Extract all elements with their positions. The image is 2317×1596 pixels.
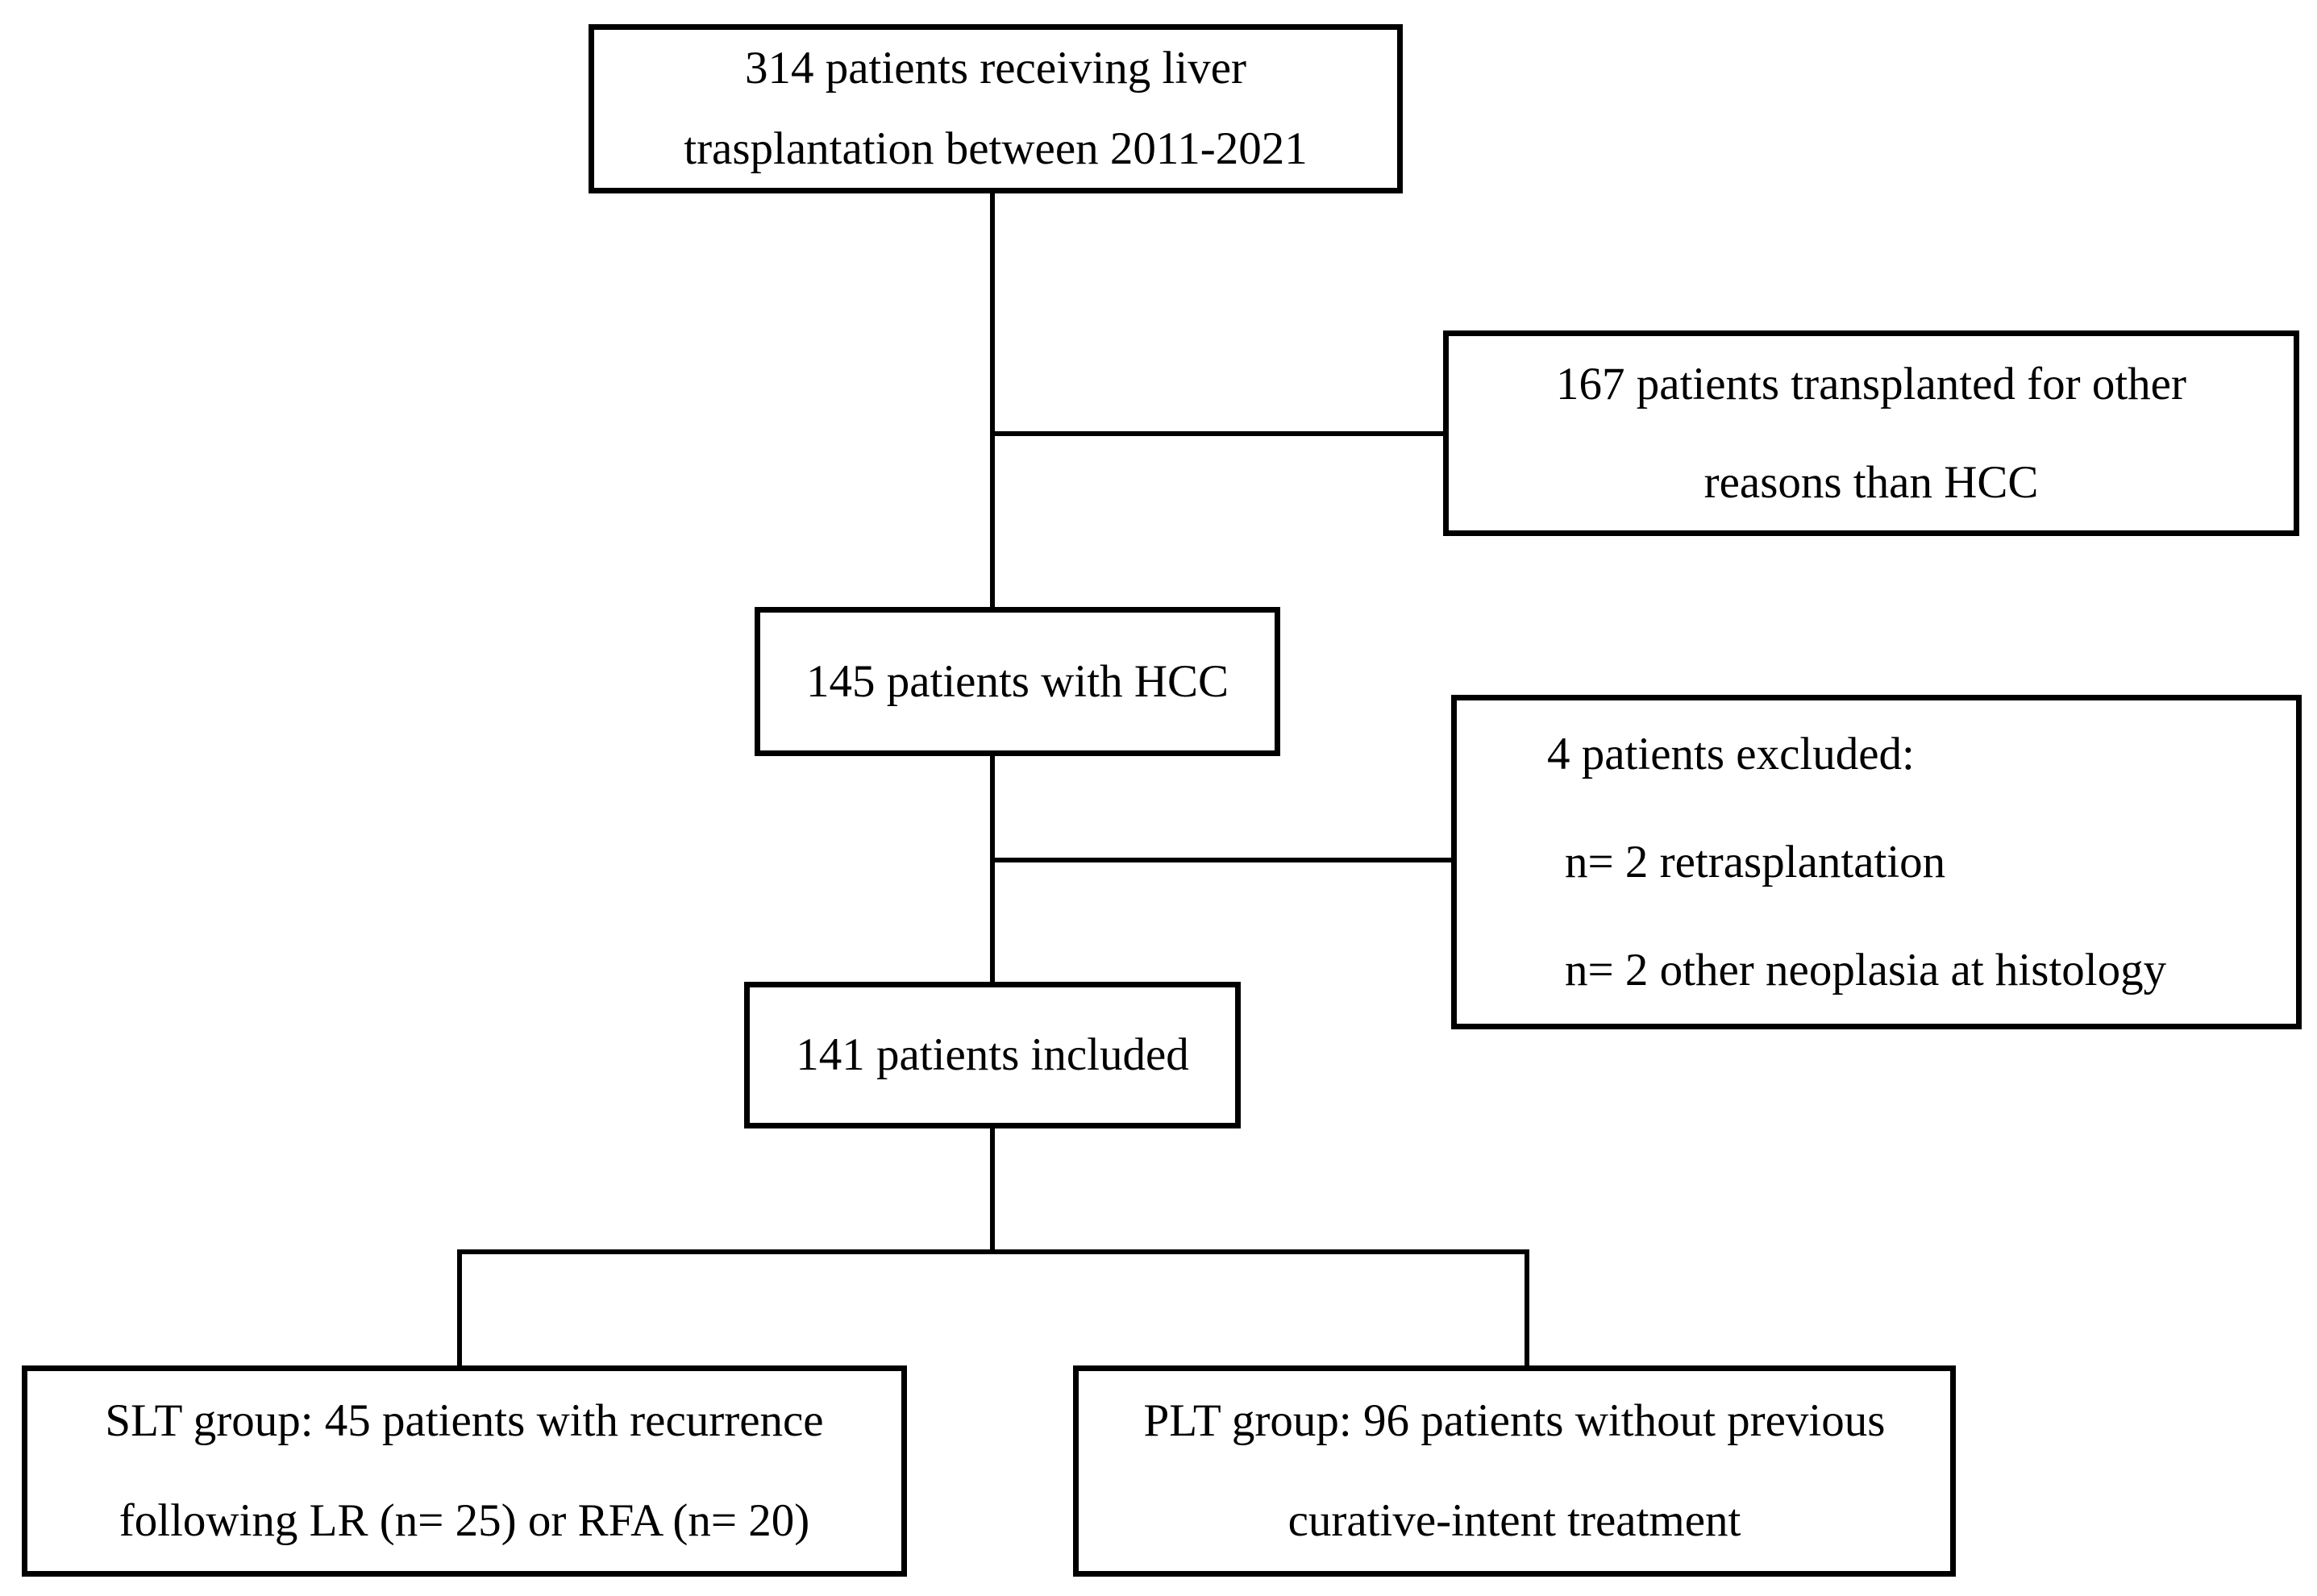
connector-hcc-to-included: [990, 756, 995, 982]
connector-included-to-split: [990, 1128, 995, 1254]
box-other-reasons: 167 patients transplanted for other reas…: [1443, 330, 2299, 536]
connector-branch-excluded: [992, 858, 1451, 862]
box-slt-group-line-1: SLT group: 45 patients with recurrence: [105, 1395, 824, 1446]
connector-drop-plt: [1525, 1249, 1529, 1365]
connector-total-to-hcc: [990, 193, 995, 607]
box-plt-group: PLT group: 96 patients without previous …: [1073, 1365, 1956, 1577]
box-excluded-line-2: n= 2 retrasplantation: [1565, 836, 1946, 887]
box-total-patients: 314 patients receiving liver trasplantat…: [589, 24, 1403, 193]
box-patients-included-line-1: 141 patients included: [796, 1029, 1189, 1080]
box-other-reasons-line-2: reasons than HCC: [1703, 456, 2039, 508]
box-slt-group: SLT group: 45 patients with recurrence f…: [22, 1365, 907, 1577]
box-plt-group-line-2: curative-intent treatment: [1287, 1495, 1741, 1546]
box-other-reasons-line-1: 167 patients transplanted for other: [1556, 358, 2186, 409]
connector-split-horizontal: [457, 1249, 1529, 1254]
box-excluded-line-1: 4 patients excluded:: [1547, 728, 1915, 779]
box-total-line-1: 314 patients receiving liver: [744, 43, 1247, 94]
box-total-line-2: trasplantation between 2011-2021: [684, 123, 1308, 174]
box-slt-group-line-2: following LR (n= 25) or RFA (n= 20): [119, 1495, 810, 1546]
box-excluded-line-3: n= 2 other neoplasia at histology: [1565, 944, 2167, 995]
box-patients-included: 141 patients included: [744, 982, 1241, 1128]
box-patients-excluded: 4 patients excluded: n= 2 retrasplantati…: [1451, 695, 2302, 1029]
connector-drop-slt: [457, 1249, 462, 1365]
box-patients-with-hcc-line-1: 145 patients with HCC: [805, 655, 1229, 707]
box-patients-with-hcc: 145 patients with HCC: [755, 607, 1280, 756]
box-plt-group-line-1: PLT group: 96 patients without previous: [1143, 1395, 1886, 1446]
connector-branch-other-reasons: [992, 431, 1443, 436]
